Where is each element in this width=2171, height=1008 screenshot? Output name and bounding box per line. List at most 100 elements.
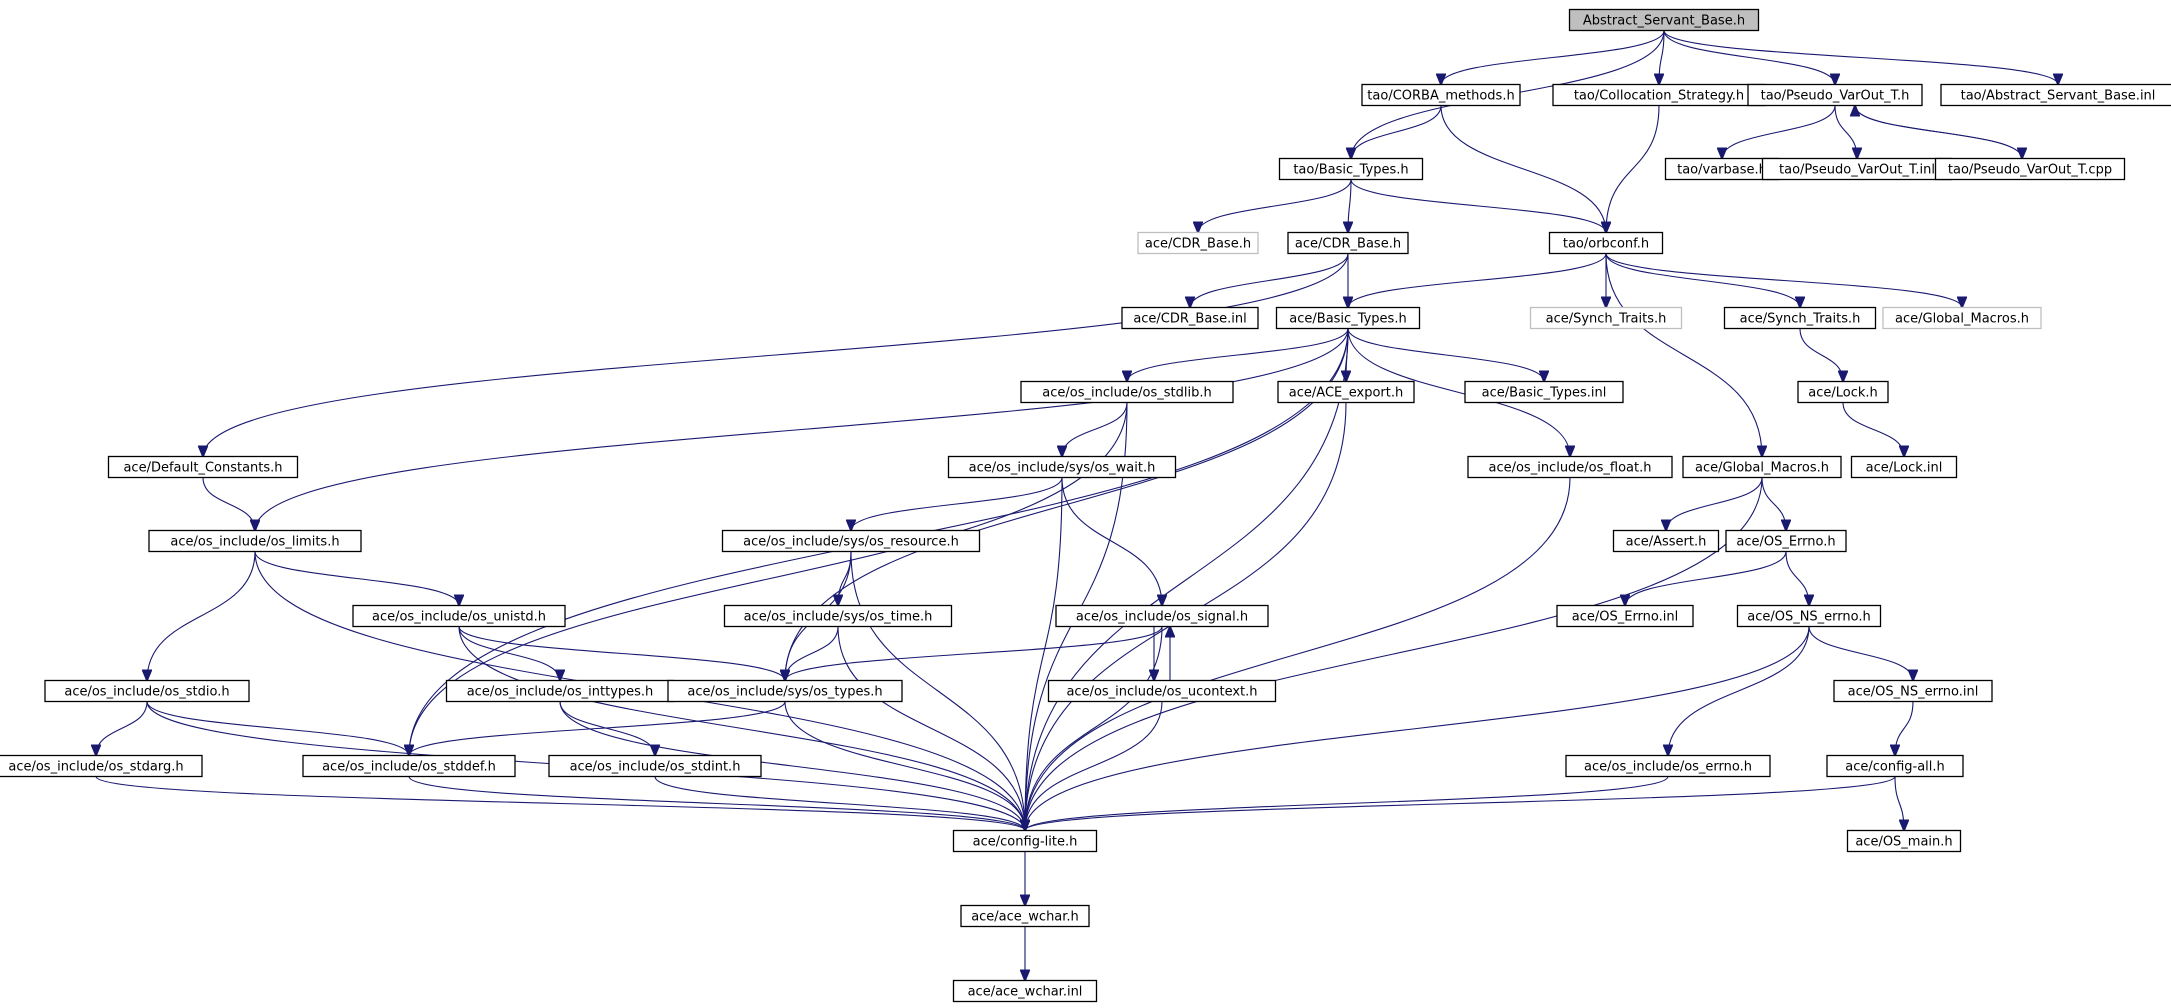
node-ace_os_unistd[interactable]: ace/os_include/os_unistd.h xyxy=(352,604,566,628)
node-label: tao/Pseudo_VarOut_T.cpp xyxy=(1948,163,2112,178)
node-label: ace/os_include/os_stdarg.h xyxy=(8,760,183,775)
node-box xyxy=(1568,8,1760,32)
node-ace_os_ns_errno[interactable]: ace/OS_NS_errno.h xyxy=(1736,604,1882,628)
node-ace_default_constants[interactable]: ace/Default_Constants.h xyxy=(107,455,299,479)
edge-root-to-tao_corba_methods xyxy=(1441,30,1665,85)
node-ace_cdr_base_h_missing: ace/CDR_Base.h xyxy=(1137,231,1259,255)
node-ace_ace_export[interactable]: ace/ACE_export.h xyxy=(1277,380,1415,404)
node-ace_config_all[interactable]: ace/config-all.h xyxy=(1826,754,1964,778)
node-box xyxy=(721,529,981,553)
node-box xyxy=(1278,157,1424,181)
node-ace_os_errno_inl[interactable]: ace/OS_Errno.inl xyxy=(1556,604,1694,628)
edge-ace_os_signal-to-ace_os_types xyxy=(785,626,1163,681)
node-ace_assert[interactable]: ace/Assert.h xyxy=(1612,529,1720,553)
node-box xyxy=(44,679,250,703)
node-box xyxy=(952,829,1098,853)
edge-ace_config_all-to-ace_os_main xyxy=(1894,776,1904,831)
node-ace_cdr_base_inl[interactable]: ace/CDR_Base.inl xyxy=(1121,306,1259,330)
node-box xyxy=(1556,604,1694,628)
node-box xyxy=(1882,306,2042,330)
node-label: ace/OS_Errno.h xyxy=(1736,535,1835,550)
edge-tao_basic_types-to-ace_cdr_base_h xyxy=(1348,179,1351,233)
node-label: ace/Global_Macros.h xyxy=(1695,461,1829,476)
node-box xyxy=(1548,231,1664,255)
node-tao_orbconf[interactable]: tao/orbconf.h xyxy=(1548,231,1664,255)
node-ace_os_stddef[interactable]: ace/os_include/os_stddef.h xyxy=(302,754,516,778)
node-tao_pseudo_cpp[interactable]: tao/Pseudo_VarOut_T.cpp xyxy=(1934,157,2126,181)
edge-ace_lock_h-to-ace_lock_inl xyxy=(1842,402,1904,457)
node-label: ace/os_include/sys/os_resource.h xyxy=(743,535,959,550)
node-ace_os_stdarg[interactable]: ace/os_include/os_stdarg.h xyxy=(0,754,203,778)
edge-ace_os_ns_errno_inl-to-ace_config_all xyxy=(1895,701,1914,756)
node-tao_pseudo_inl[interactable]: tao/Pseudo_VarOut_T.inl xyxy=(1761,157,1953,181)
node-box xyxy=(0,754,203,778)
edge-root-to-tao_collocation xyxy=(1659,30,1665,85)
edge-ace_os_wait-to-ace_config_lite xyxy=(1025,477,1063,831)
node-tao_varbase[interactable]: tao/varbase.h xyxy=(1664,157,1780,181)
node-tao_abstract_inl[interactable]: tao/Abstract_Servant_Base.inl xyxy=(1940,83,2171,107)
node-tao_pseudo_varout[interactable]: tao/Pseudo_VarOut_T.h xyxy=(1747,83,1923,107)
edge-tao_pseudo_cpp-to-tao_pseudo_varout xyxy=(1855,106,2023,159)
node-tao_corba_methods[interactable]: tao/CORBA_methods.h xyxy=(1361,83,1521,107)
node-ace_os_stdio[interactable]: ace/os_include/os_stdio.h xyxy=(44,679,250,703)
node-ace_global_macros_missing: ace/Global_Macros.h xyxy=(1882,306,2042,330)
node-box xyxy=(1121,306,1259,330)
node-ace_basic_types_inl[interactable]: ace/Basic_Types.inl xyxy=(1464,380,1624,404)
node-tao_basic_types[interactable]: tao/Basic_Types.h xyxy=(1278,157,1424,181)
edge-ace_basic_types-to-ace_os_limits xyxy=(255,328,1349,531)
node-ace_synch_traits[interactable]: ace/Synch_Traits.h xyxy=(1723,306,1877,330)
node-tao_collocation[interactable]: tao/Collocation_Strategy.h xyxy=(1552,83,1766,107)
node-ace_os_resource[interactable]: ace/os_include/sys/os_resource.h xyxy=(721,529,981,553)
node-ace_os_inttypes[interactable]: ace/os_include/os_inttypes.h xyxy=(445,679,675,703)
node-box xyxy=(1682,455,1842,479)
node-ace_os_float[interactable]: ace/os_include/os_float.h xyxy=(1467,455,1673,479)
node-ace_os_errno_h[interactable]: ace/OS_Errno.h xyxy=(1725,529,1847,553)
node-label: tao/Abstract_Servant_Base.inl xyxy=(1961,89,2156,104)
edge-ace_os_unistd-to-ace_os_types xyxy=(458,626,785,681)
node-ace_os_time[interactable]: ace/os_include/sys/os_time.h xyxy=(723,604,953,628)
node-label: ace/os_include/os_errno.h xyxy=(1584,760,1752,775)
node-label: ace/Default_Constants.h xyxy=(123,461,282,476)
node-ace_os_ucontext[interactable]: ace/os_include/os_ucontext.h xyxy=(1047,679,1277,703)
node-ace_os_stdint[interactable]: ace/os_include/os_stdint.h xyxy=(548,754,762,778)
node-ace_config_lite[interactable]: ace/config-lite.h xyxy=(952,829,1098,853)
node-ace_basic_types[interactable]: ace/Basic_Types.h xyxy=(1275,306,1421,330)
node-box xyxy=(352,604,566,628)
edge-tao_collocation-to-tao_orbconf xyxy=(1606,105,1660,233)
node-ace_os_limits[interactable]: ace/os_include/os_limits.h xyxy=(148,529,362,553)
edge-tao_basic_types-to-tao_orbconf xyxy=(1350,179,1606,233)
node-box xyxy=(947,455,1177,479)
edge-ace_default_constants-to-ace_os_limits xyxy=(202,477,255,531)
node-ace_os_errno_os[interactable]: ace/os_include/os_errno.h xyxy=(1565,754,1771,778)
node-label: ace/ACE_export.h xyxy=(1289,386,1403,401)
edge-tao_corba_methods-to-tao_orbconf xyxy=(1440,105,1606,233)
edge-root-to-tao_abstract_inl xyxy=(1663,30,2058,85)
node-box xyxy=(723,604,953,628)
node-box xyxy=(1797,380,1889,404)
node-label: ace/CDR_Base.h xyxy=(1295,237,1401,252)
edge-tao_orbconf-to-ace_synch_traits xyxy=(1605,253,1800,308)
node-ace_cdr_base_h[interactable]: ace/CDR_Base.h xyxy=(1287,231,1409,255)
node-label: ace/OS_NS_errno.inl xyxy=(1848,685,1979,700)
node-ace_os_ns_errno_inl[interactable]: ace/OS_NS_errno.inl xyxy=(1833,679,1993,703)
node-label: ace/Global_Macros.h xyxy=(1895,312,2029,327)
node-ace_os_types[interactable]: ace/os_include/sys/os_types.h xyxy=(667,679,903,703)
node-ace_os_signal[interactable]: ace/os_include/os_signal.h xyxy=(1055,604,1269,628)
node-ace_lock_h[interactable]: ace/Lock.h xyxy=(1797,380,1889,404)
node-ace_lock_inl[interactable]: ace/Lock.inl xyxy=(1850,455,1958,479)
edge-ace_os_ns_errno-to-ace_config_lite xyxy=(1025,626,1810,831)
node-label: ace/config-lite.h xyxy=(973,835,1078,850)
node-box xyxy=(1467,455,1673,479)
node-label: ace/OS_main.h xyxy=(1855,835,1952,850)
node-ace_wchar_h[interactable]: ace/ace_wchar.h xyxy=(960,904,1090,928)
node-box xyxy=(148,529,362,553)
node-ace_os_stdlib[interactable]: ace/os_include/os_stdlib.h xyxy=(1020,380,1234,404)
node-ace_os_main[interactable]: ace/OS_main.h xyxy=(1846,829,1962,853)
node-ace_wchar_inl[interactable]: ace/ace_wchar.inl xyxy=(952,979,1098,1003)
node-label: tao/Collocation_Strategy.h xyxy=(1574,89,1744,104)
node-ace_global_macros[interactable]: ace/Global_Macros.h xyxy=(1682,455,1842,479)
node-label: ace/os_include/os_stdio.h xyxy=(64,685,229,700)
node-box xyxy=(1047,679,1277,703)
node-label: tao/Pseudo_VarOut_T.h xyxy=(1761,89,1910,104)
node-ace_os_wait[interactable]: ace/os_include/sys/os_wait.h xyxy=(947,455,1177,479)
